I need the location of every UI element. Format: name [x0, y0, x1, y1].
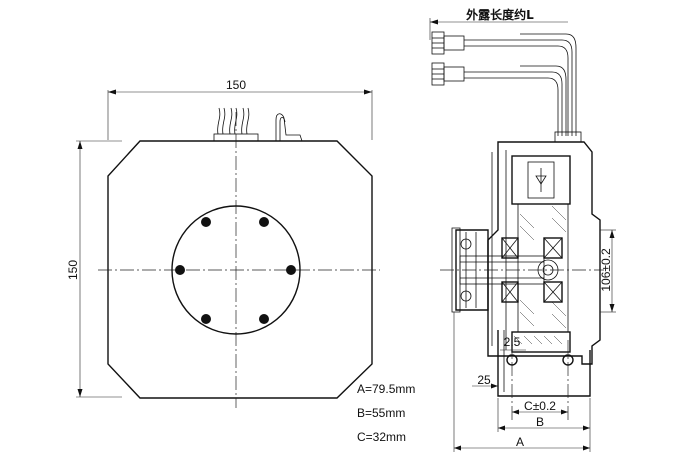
small-offset-dimension: 2.5: [504, 335, 521, 349]
bolt-holes: [175, 217, 296, 324]
cable-length-label: 外露长度约L: [466, 7, 534, 22]
a-dimension: A: [516, 435, 524, 449]
front-width-dimension: 150: [226, 78, 246, 92]
mounting-bracket: [497, 330, 591, 420]
front-view: 150 150: [66, 78, 380, 408]
connector-top: [431, 31, 520, 55]
hub-circle: [171, 205, 301, 335]
legend-b: B=55mm: [357, 406, 405, 420]
motor-body-outline: [107, 140, 373, 399]
bearing-housing: [501, 203, 569, 333]
cable-bundle: [520, 33, 582, 143]
legend-c: C=32mm: [357, 430, 406, 444]
bracket-offset-dimension: 25: [477, 373, 491, 387]
front-height-dimension: 150: [66, 260, 80, 280]
side-height-dimension: 106±0.2: [599, 248, 613, 292]
c-dimension: C±0.2: [524, 399, 556, 413]
side-view: 外露长度约L: [429, 7, 616, 452]
b-dimension: B: [536, 415, 544, 429]
dimension-legend: A=79.5mm B=55mm C=32mm: [357, 382, 415, 444]
lead-wires: [213, 107, 303, 142]
stator: [511, 155, 571, 353]
legend-a: A=79.5mm: [357, 382, 415, 396]
connector-bottom: [431, 62, 520, 86]
